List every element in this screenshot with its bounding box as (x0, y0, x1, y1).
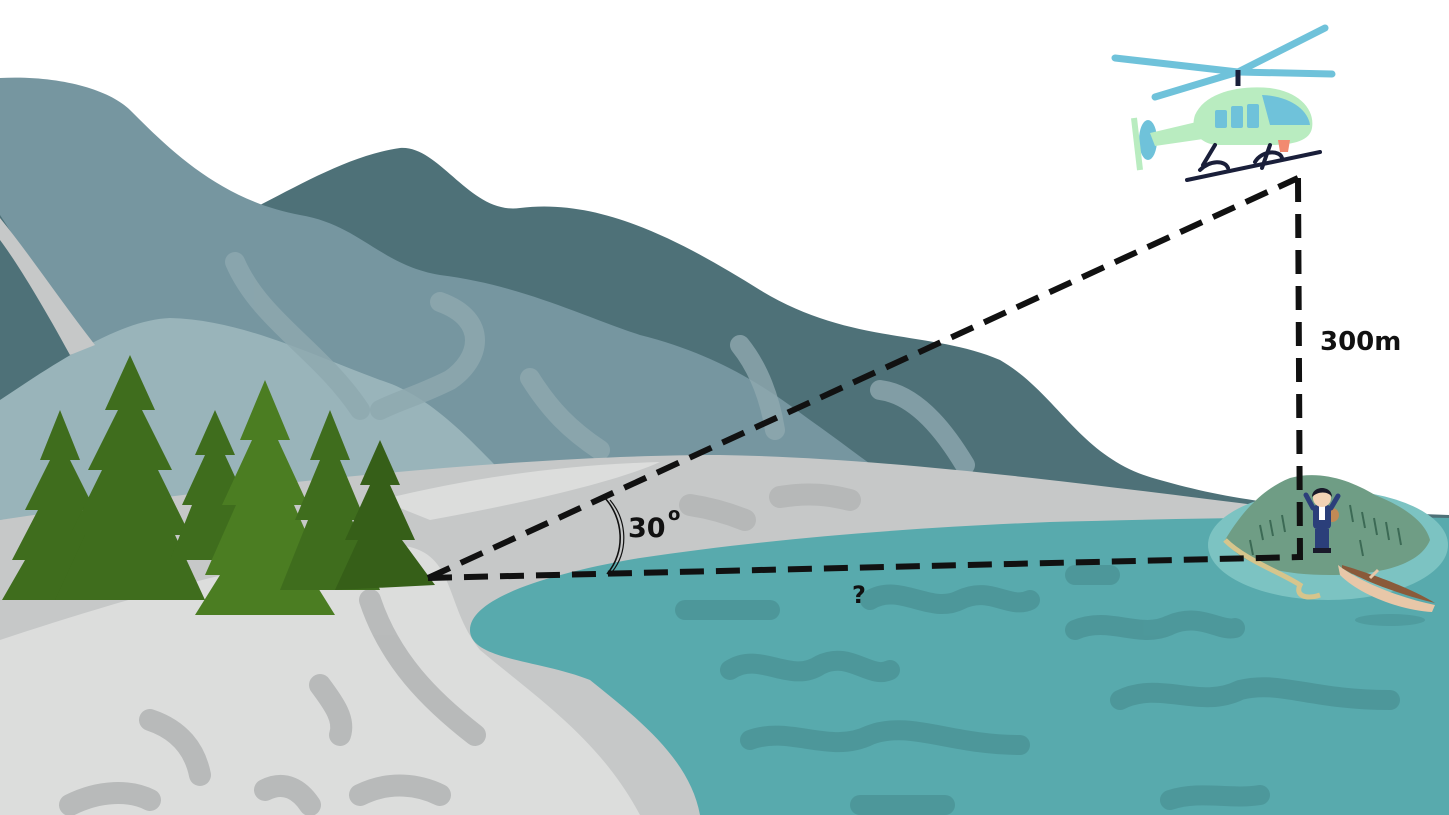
angle-arc (603, 496, 621, 575)
height-label: 300m (1320, 327, 1401, 357)
angle-degree-mark: o (668, 504, 680, 525)
island-sand (1223, 538, 1321, 600)
rotor-blade (1111, 54, 1242, 76)
helicopter-light (1278, 140, 1290, 152)
pine-tree (280, 410, 380, 590)
island-grass (1249, 504, 1402, 557)
boy-arm (1303, 492, 1316, 511)
boat-hull (1338, 565, 1435, 612)
beach-upper (380, 462, 660, 520)
boy-head (1313, 489, 1331, 507)
lake (470, 517, 1449, 815)
pine-tree (335, 440, 435, 590)
cockpit-window (1262, 95, 1310, 125)
line-of-sight (426, 175, 1300, 581)
boat-seat (1368, 568, 1380, 580)
cabin-window (1231, 106, 1243, 128)
boat-shadow (1355, 614, 1425, 626)
rowboat (1338, 565, 1435, 626)
cabin-window (1247, 104, 1259, 128)
rotor-blade (1234, 24, 1329, 76)
helicopter (1111, 24, 1336, 182)
boy-arm-right (1328, 493, 1341, 511)
snow-patch (0, 218, 95, 355)
angle-label: 30 (628, 513, 666, 544)
rotor-blade (1234, 68, 1336, 78)
pine-trees (2, 355, 435, 615)
cabin-window (1215, 110, 1227, 128)
water-waves (675, 565, 1400, 815)
triangle-lines (426, 175, 1303, 581)
tail-rotor (1139, 120, 1157, 160)
boy-shoes (1313, 548, 1331, 553)
boy (1303, 488, 1341, 553)
tail-rotor-blade (1131, 117, 1143, 171)
boat-inside (1342, 565, 1435, 603)
pine-tree (55, 355, 205, 600)
height-line (1295, 177, 1303, 561)
ground-distance-line (427, 554, 1301, 581)
boy-shirt (1319, 506, 1325, 520)
boy-legs (1315, 529, 1329, 549)
water (470, 517, 1449, 815)
landing-skids (1185, 143, 1322, 182)
snow-streaks (59, 483, 861, 815)
rotor-blade (1151, 68, 1242, 101)
boy-hair (1312, 488, 1332, 497)
unknown-distance-label: ? (852, 581, 866, 609)
angle-arc-inner (609, 499, 625, 573)
